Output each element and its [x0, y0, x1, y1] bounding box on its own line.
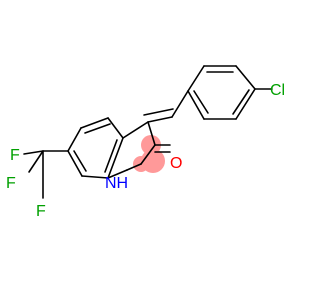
fluorine-label-top: F [10, 147, 20, 164]
methylidene-bridge [143, 90, 189, 123]
nh-label: NH [105, 175, 128, 192]
lactam-ring [122, 121, 171, 171]
chlorine-label: Cl [270, 82, 285, 99]
trifluoromethyl-group [23, 150, 69, 199]
molecule-diagram: Cl O NH F F F [6, 65, 285, 220]
fluorine-label-bottom: F [36, 203, 46, 220]
structure-canvas: Cl O NH F F F [6, 65, 285, 220]
fluorine-label-left: F [6, 175, 16, 192]
oxygen-label: O [170, 155, 182, 172]
benzo-ring [67, 117, 128, 179]
chlorophenyl-ring [187, 65, 256, 120]
